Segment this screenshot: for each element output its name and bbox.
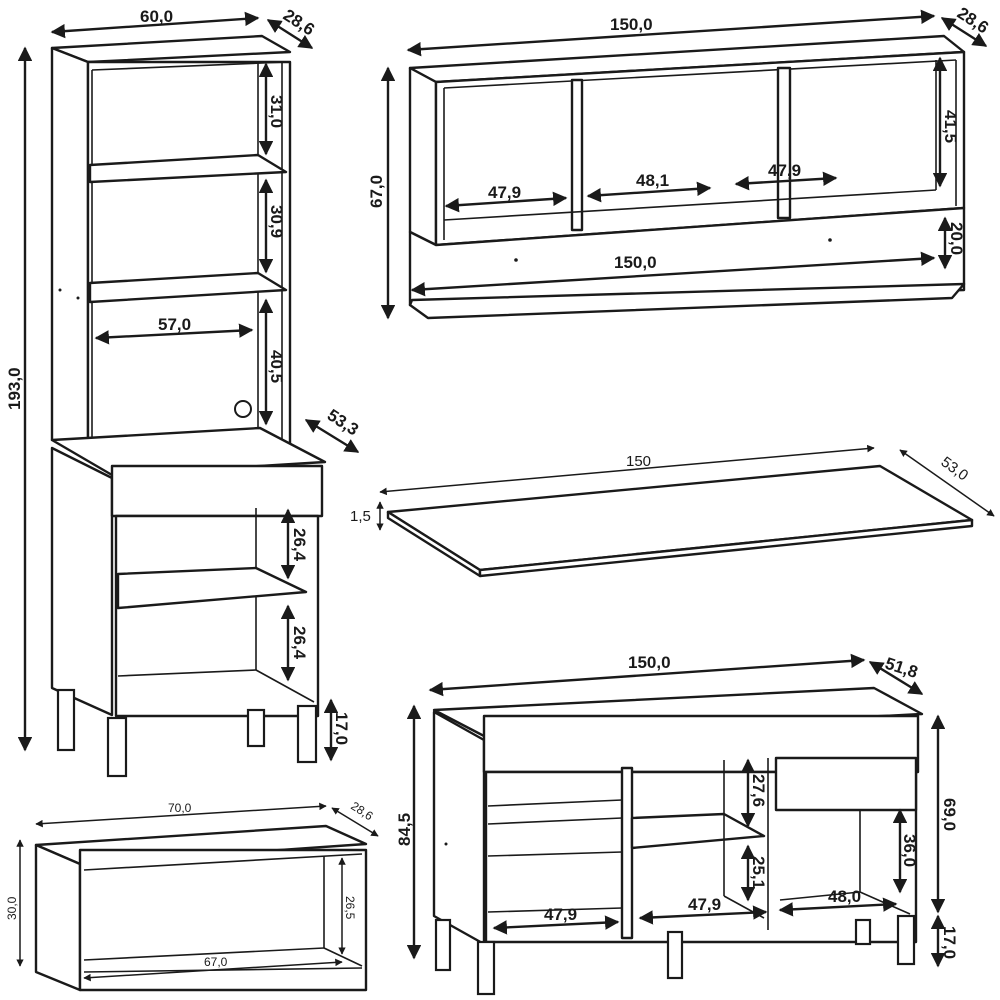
tall-cabinet-dimensions: 60,0 28,6 193,0 31,0 30,9 57,0 40,5 53,3… xyxy=(5,5,362,762)
base-cabinet-width-label: 150,0 xyxy=(628,653,671,672)
shelf-width-label: 150,0 xyxy=(614,253,657,272)
tall-cabinet xyxy=(50,34,327,778)
small-cabinet-inner-width-label: 67,0 xyxy=(204,955,228,969)
small-cabinet-height-label: 30,0 xyxy=(5,896,19,920)
shelf-gap-label: 20,0 xyxy=(947,222,966,255)
lower-shelf-1-height-label: 26,4 xyxy=(290,528,309,562)
tall-cabinet-depth-top-label: 28,6 xyxy=(280,5,318,39)
shelf-1-height-label: 31,0 xyxy=(267,95,286,128)
niche-right-width-label: 47,9 xyxy=(768,161,801,180)
base-cabinet-body-height-label: 69,0 xyxy=(940,798,959,831)
countertop xyxy=(386,464,974,578)
base-cabinet xyxy=(432,686,924,996)
small-cabinet-inner-height-label: 26,5 xyxy=(343,896,357,920)
small-cabinet-width-label: 70,0 xyxy=(168,801,192,815)
lower-shelf-2-height-label: 26,4 xyxy=(290,626,309,660)
right-niche-height-label: 36,0 xyxy=(900,834,919,867)
upper-shelf-height-label: 27,6 xyxy=(749,774,768,807)
base-cabinet-dimensions: 150,0 51,8 84,5 69,0 17,0 27,6 25,1 36,0… xyxy=(395,653,959,968)
niche-height-label: 41,5 xyxy=(941,110,960,143)
tall-cabinet-width-label: 60,0 xyxy=(140,7,173,26)
base-cabinet-depth-label: 51,8 xyxy=(883,654,920,682)
lower-shelf-height-label: 25,1 xyxy=(749,856,768,889)
niche-width-label: 57,0 xyxy=(158,315,191,334)
wall-cabinet-height-label: 67,0 xyxy=(367,175,386,208)
countertop-thickness-label: 1,5 xyxy=(350,508,371,525)
wall-cabinet-width-label: 150,0 xyxy=(610,15,653,34)
large-wall-cabinet xyxy=(408,34,966,320)
small-wall-cabinet xyxy=(34,824,368,992)
base-cabinet-height-label: 84,5 xyxy=(395,813,414,846)
left-niche-width-label: 47,9 xyxy=(544,905,577,924)
countertop-width-label: 150 xyxy=(626,453,651,470)
tall-cabinet-height-label: 193,0 xyxy=(5,367,24,410)
shelf-2-height-label: 30,9 xyxy=(267,205,286,238)
wall-cabinet-depth-label: 28,6 xyxy=(954,3,992,37)
niche-left-width-label: 47,9 xyxy=(488,183,521,202)
right-niche-width-label: 48,0 xyxy=(828,887,861,906)
middle-niche-width-label: 47,9 xyxy=(688,895,721,914)
niche-height-label: 40,5 xyxy=(267,350,286,383)
tall-cabinet-leg-height-label: 17,0 xyxy=(332,712,351,745)
niche-middle-width-label: 48,1 xyxy=(636,171,669,190)
base-cabinet-leg-height-label: 17,0 xyxy=(940,926,959,959)
